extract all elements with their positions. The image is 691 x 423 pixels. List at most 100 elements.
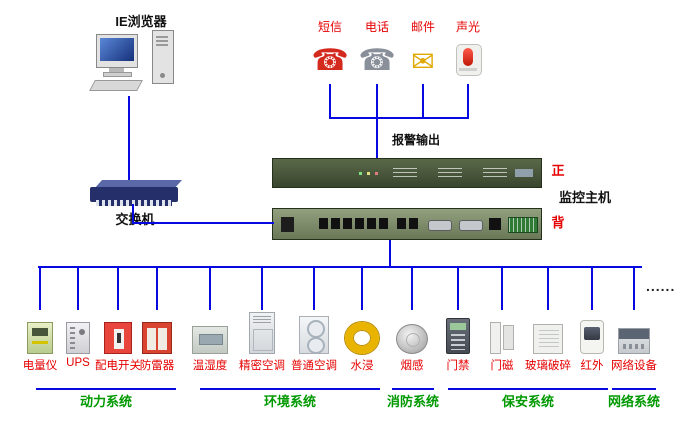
connector-line (132, 222, 274, 224)
ups-icon (66, 322, 90, 354)
device-label: UPS (66, 357, 90, 369)
device-item: 精密空调 (230, 306, 294, 373)
ie-browser-label: IE浏览器 (115, 14, 167, 29)
more-devices-ellipsis: ...... (646, 278, 676, 294)
device-label: 玻璃破碎 (525, 360, 571, 372)
device-label: 水浸 (350, 360, 374, 372)
group-line (36, 388, 176, 390)
access-control-icon (446, 318, 470, 354)
device-label: 网络设备 (611, 360, 657, 372)
door-magnet-icon (490, 322, 514, 354)
monitor-screen (100, 38, 134, 61)
telephone-icon: ☎ (358, 44, 396, 77)
device-label: 精密空调 (239, 360, 285, 372)
device-item: 门磁 (470, 306, 534, 373)
drop-line (501, 266, 503, 310)
group-label-security: 保安系统 (501, 394, 554, 409)
device-item: 网络设备 (602, 306, 666, 373)
connector-line (376, 84, 378, 118)
drop-line (547, 266, 549, 310)
network-device-icon (618, 328, 650, 354)
host-front-panel (272, 158, 542, 188)
panel-print (393, 168, 417, 178)
connector-line (132, 204, 134, 224)
drop-line (313, 266, 315, 310)
host-rear-panel (272, 208, 542, 240)
power-meter-icon (27, 322, 53, 354)
group-line (448, 388, 608, 390)
drop-line (411, 266, 413, 310)
panel-print (483, 168, 507, 178)
device-item: 配电开关 (86, 306, 150, 373)
connector-line (422, 84, 424, 118)
connector-line (128, 96, 130, 180)
group-line (392, 388, 434, 390)
device-item: 电量仪 (8, 306, 72, 373)
drop-line (261, 266, 263, 310)
monitor-foot (103, 72, 132, 77)
device-item: 烟感 (380, 306, 444, 373)
power-inlet-icon (281, 217, 294, 232)
panel-led-icons (359, 172, 362, 175)
serial-port-icon (459, 220, 483, 231)
device-label: 普通空调 (291, 360, 337, 372)
switch-ports (96, 200, 172, 206)
surge-protector-icon (142, 322, 172, 354)
panel-logo (515, 169, 533, 177)
drop-line (156, 266, 158, 310)
infrared-sensor-icon (580, 320, 604, 354)
group-label-power: 动力系统 (79, 394, 132, 409)
drop-line (633, 266, 635, 310)
serial-port-icon (428, 220, 452, 231)
sound-light-label: 声光 (455, 20, 480, 34)
group-label-network: 网络系统 (607, 394, 660, 409)
distribution-breaker-icon (104, 322, 132, 354)
drop-line (361, 266, 363, 310)
device-label: 防雷器 (139, 360, 175, 372)
back-side-label: 背 (551, 215, 565, 230)
drop-line (457, 266, 459, 310)
bus-line (38, 266, 642, 268)
monitor-host-label: 监控主机 (558, 190, 611, 205)
terminal-block-icon (508, 217, 538, 233)
device-item: UPS (46, 306, 110, 369)
temp-humidity-sensor-icon (192, 326, 228, 354)
device-item: 玻璃破碎 (516, 306, 580, 373)
drop-line (39, 266, 41, 310)
computer-icon (89, 30, 186, 94)
monitor-stand (109, 68, 124, 72)
connector-line (329, 84, 331, 118)
device-item: 温湿度 (178, 306, 242, 373)
lan-port-icon (489, 218, 501, 230)
panel-print (438, 168, 462, 178)
connector-line (389, 240, 391, 268)
device-label: 烟感 (400, 360, 424, 372)
drop-line (117, 266, 119, 310)
alarm-output-label: 报警输出 (391, 133, 440, 147)
device-label: 温湿度 (192, 360, 228, 372)
sound-light-alarm-icon (456, 44, 482, 76)
email-label: 邮件 (410, 20, 435, 34)
telephone-label: 电话 (364, 20, 389, 34)
connector-line (467, 84, 469, 118)
glass-break-sensor-icon (533, 324, 563, 354)
keyboard-icon (89, 80, 143, 91)
connector-line (329, 117, 469, 119)
sms-phone-icon: ☎ (311, 44, 349, 77)
drop-line (209, 266, 211, 310)
smoke-detector-icon (396, 324, 428, 354)
group-line (200, 388, 380, 390)
device-item: 水浸 (330, 306, 394, 373)
group-line (612, 388, 656, 390)
connector-line (376, 117, 378, 159)
device-item: 红外 (560, 306, 624, 373)
standard-ac-icon (299, 316, 329, 354)
drop-line (591, 266, 593, 310)
precision-ac-icon (249, 312, 275, 354)
device-label: 门禁 (446, 360, 470, 372)
sms-label: 短信 (317, 20, 342, 34)
pc-tower-icon (152, 30, 174, 84)
group-label-environment: 环境系统 (263, 394, 316, 409)
front-side-label: 正 (551, 163, 565, 178)
